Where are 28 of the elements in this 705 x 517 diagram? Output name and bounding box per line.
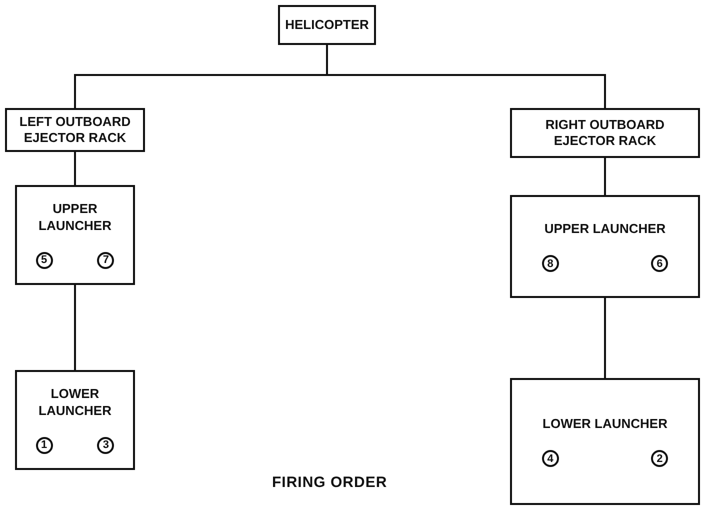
process-box — [15, 370, 135, 470]
circled-number: 2 — [651, 450, 668, 468]
circled-number: 6 — [651, 255, 668, 272]
process-box — [5, 108, 145, 152]
box-title: LEFT OUTBOARD EJECTOR RACK — [18, 114, 132, 146]
connector-line — [74, 152, 76, 185]
circled-number: 7 — [97, 252, 114, 269]
box-title: UPPER LAUNCHER — [543, 220, 667, 238]
process-box — [278, 5, 376, 45]
box-title: RIGHT OUTBOARD EJECTOR RACK — [544, 116, 666, 150]
circled-number: 4 — [542, 450, 559, 468]
connector-line — [604, 158, 606, 195]
connector-line — [604, 298, 606, 378]
circled-number: 1 — [36, 436, 53, 454]
process-box — [510, 108, 700, 158]
box-title: UPPER LAUNCHER — [38, 201, 112, 234]
box-title: LOWER LAUNCHER — [38, 386, 112, 419]
process-box — [510, 378, 700, 505]
box-title: LOWER LAUNCHER — [542, 416, 668, 432]
circled-number: 8 — [542, 255, 559, 272]
box-title: HELICOPTER — [284, 16, 370, 34]
diagram-caption: FIRING ORDER — [272, 474, 388, 491]
connector-line — [74, 285, 76, 370]
process-box — [15, 185, 135, 285]
connector-line — [326, 45, 606, 108]
circled-number: 5 — [36, 252, 53, 269]
process-box — [510, 195, 700, 298]
circled-number: 3 — [97, 436, 114, 454]
